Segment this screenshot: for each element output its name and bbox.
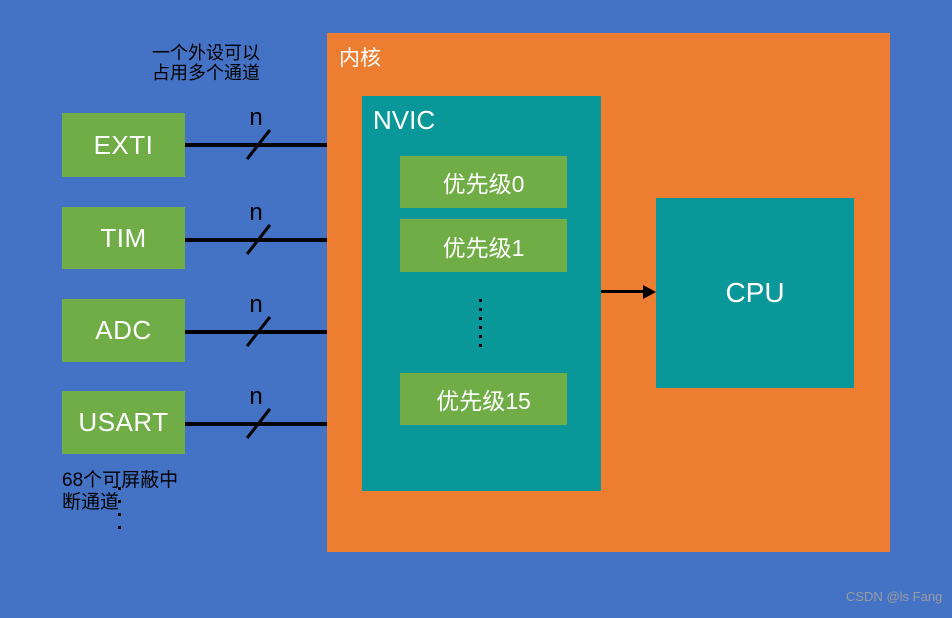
arrow-adc-to-nvic: [185, 330, 349, 334]
cpu-box: CPU: [656, 198, 854, 388]
priority-box-0: 优先级0: [400, 156, 567, 208]
kernel-box: 内核 NVIC 优先级0 优先级1 优先级15 CPU: [327, 33, 890, 552]
peripheral-label-usart: USART: [78, 407, 169, 437]
nvic-box: NVIC 优先级0 优先级1 优先级15: [362, 96, 601, 491]
priority-label-0: 优先级0: [442, 171, 525, 197]
top-annotation-line1: 一个外设可以: [152, 43, 260, 63]
priority-box-15: 优先级15: [400, 373, 567, 425]
nvic-title: NVIC: [373, 105, 436, 135]
arrow-nvic-to-cpu: [601, 290, 644, 293]
bottom-annotation: 68个可屏蔽中 断通道: [62, 470, 202, 514]
peripheral-label-adc: ADC: [95, 315, 152, 345]
arrowhead-cpu-icon: [643, 285, 656, 299]
bus-width-label-exti: n: [249, 104, 263, 131]
bottom-annotation-line1: 68个可屏蔽中: [62, 470, 179, 491]
peripheral-box-tim: TIM: [62, 207, 185, 269]
channel-ellipsis-dots: [118, 487, 121, 539]
peripheral-box-exti: EXTI: [62, 113, 185, 177]
priority-label-1: 优先级1: [442, 234, 525, 261]
peripheral-box-usart: USART: [62, 391, 185, 454]
bus-width-label-usart: n: [249, 383, 263, 410]
top-annotation-line2: 占用多个通道: [152, 63, 260, 83]
priority-ellipsis-dots: [479, 299, 482, 353]
top-annotation: 一个外设可以 占用多个通道: [142, 43, 270, 83]
peripheral-box-adc: ADC: [62, 299, 185, 362]
bus-width-label-adc: n: [249, 291, 263, 318]
watermark: CSDN @ls Fang: [846, 589, 943, 604]
arrow-tim-to-nvic: [185, 238, 349, 242]
priority-label-15: 优先级15: [436, 388, 531, 414]
arrow-exti-to-nvic: [185, 143, 349, 147]
arrow-usart-to-nvic: [185, 422, 349, 426]
peripheral-label-tim: TIM: [100, 222, 147, 253]
cpu-label: CPU: [725, 277, 785, 308]
kernel-title: 内核: [339, 47, 381, 70]
priority-box-1: 优先级1: [400, 219, 567, 272]
peripheral-label-exti: EXTI: [93, 129, 154, 160]
bus-width-label-tim: n: [249, 199, 263, 226]
bottom-annotation-line2: 断通道: [62, 492, 120, 513]
